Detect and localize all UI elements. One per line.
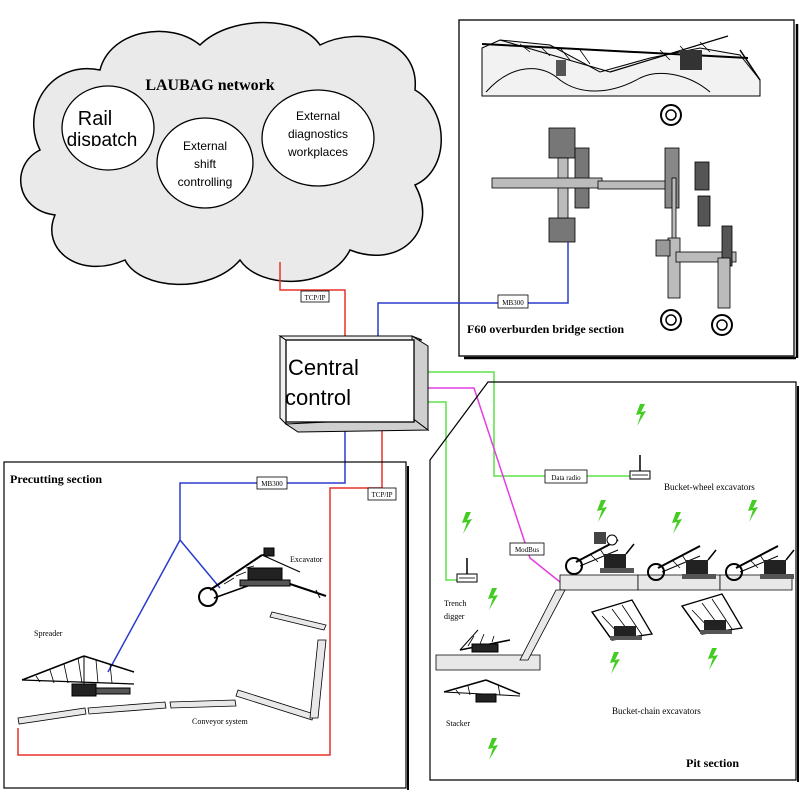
conveyor-label: Conveyor system	[192, 717, 249, 726]
trench-digger-icon	[459, 629, 511, 653]
conveyor-system-icon	[17, 611, 327, 725]
diagnostics-bubble	[261, 89, 375, 187]
bwe-label: Bucket-wheel excavators	[664, 482, 755, 492]
f60-section: F60 overburden bridge section	[458, 19, 799, 360]
link-trench-radio	[426, 401, 460, 581]
central-control-box: Central control	[278, 335, 430, 433]
rail-dispatch-label: Rail	[78, 108, 112, 130]
tcpip-left-box: TCP/IP	[367, 487, 397, 501]
diagnostics-line-2: diagnostics	[288, 127, 348, 141]
shift-controlling-line-1: External	[183, 139, 227, 153]
trench-line-1: Trench	[444, 599, 466, 608]
stacker-label: Stacker	[446, 719, 470, 728]
spreader-label: Spreader	[34, 629, 63, 638]
mb300-left-label: MB300	[261, 480, 283, 488]
tcpip-top-box: TCP/IP	[300, 290, 330, 303]
diagnostics-line-3: workplaces	[287, 145, 348, 159]
excavator-label: Excavator	[290, 555, 323, 564]
bce-2-icon	[681, 593, 743, 635]
trench-antenna-icon	[456, 557, 478, 583]
radio-bolt-icon-9	[488, 738, 498, 760]
laubag-cloud: LAUBAG network Rail dispatch External sh…	[20, 21, 442, 286]
cloud-title: LAUBAG network	[145, 77, 274, 94]
spreader-icon	[21, 655, 135, 697]
rail-dispatch-bubble	[61, 85, 155, 171]
precut-title: Precutting section	[10, 472, 102, 486]
link-mb300-excavator	[179, 539, 221, 589]
mb300-top-label: MB300	[502, 299, 524, 307]
central-control-line-1: Central	[288, 355, 359, 380]
radio-bolt-icon-7	[610, 652, 620, 674]
radio-bolt-icon-4	[672, 512, 682, 534]
stacker-icon	[443, 679, 521, 703]
central-control-line-2: control	[285, 385, 351, 410]
link-data-radio	[426, 371, 548, 477]
tcpip-top-label: TCP/IP	[304, 294, 325, 302]
rail-dispatch-clip: dispatch	[67, 130, 138, 151]
trench-line-2: digger	[444, 612, 465, 621]
radio-bolt-icon-2	[462, 512, 472, 534]
pit-title: Pit section	[686, 756, 739, 770]
data-radio-label: Data radio	[551, 474, 581, 482]
radio-bolt-icon-3	[597, 500, 607, 522]
radio-bolt-icon-6	[488, 588, 498, 610]
radio-bolt-icon-5	[748, 500, 758, 522]
tcpip-left-label: TCP/IP	[371, 491, 392, 499]
overburden-bridge-icon	[481, 35, 761, 97]
data-radio-box: Data radio	[544, 469, 588, 484]
link-modbus	[426, 387, 561, 583]
precutting-section: Precutting section Excavator Sprea	[3, 461, 409, 790]
mb300-left-box: MB300	[256, 476, 288, 490]
bce-1-icon	[591, 599, 653, 641]
link-mb300-f60	[377, 242, 569, 340]
shift-controlling-bubble	[156, 117, 254, 209]
diagnostics-line-1: External	[296, 109, 340, 123]
rail-dispatch-label-cut: dispatch	[67, 130, 138, 151]
link-mb300-precut	[107, 428, 346, 673]
modbus-label: ModBus	[515, 546, 539, 554]
modbus-box: ModBus	[509, 542, 545, 556]
mb300-top-box: MB300	[497, 294, 529, 309]
data-radio-antenna-icon	[629, 454, 651, 480]
excavator-icon	[198, 547, 327, 607]
f60-title: F60 overburden bridge section	[467, 322, 624, 336]
shift-controlling-line-2: shift	[194, 157, 217, 171]
plant-layout-icon	[491, 127, 737, 309]
pit-section: Pit section Bucket-wheel excavators Buck…	[429, 381, 799, 782]
bce-label: Bucket-chain excavators	[612, 706, 701, 716]
link-tcpip-cloud	[279, 262, 346, 340]
radio-bolt-icon-8	[708, 648, 718, 670]
bwe-1-icon	[565, 532, 635, 575]
radio-bolt-icon-1	[636, 404, 646, 426]
shift-controlling-line-3: controlling	[178, 175, 233, 189]
